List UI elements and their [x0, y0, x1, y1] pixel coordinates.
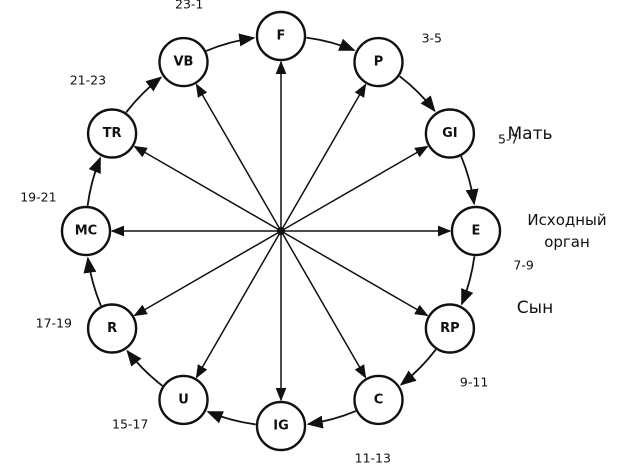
node-circle	[424, 108, 476, 159]
spoke-arrow-vb	[195, 83, 282, 232]
spoke-arrow-r	[133, 230, 282, 317]
node-label: F	[277, 29, 286, 44]
node-circle	[86, 303, 138, 354]
node-circle	[158, 374, 209, 426]
node-label: VB	[174, 55, 194, 70]
hour-label-e: 7-9	[513, 258, 533, 273]
organ-nodes: F P GI E RP C IG U R MC TR VB	[60, 10, 502, 452]
hour-label-ig: 13-15	[229, 466, 265, 469]
node-circle	[424, 303, 476, 354]
ring-arrow-c	[306, 410, 357, 429]
spoke-arrow-tr	[133, 145, 282, 232]
node-label: IG	[273, 419, 289, 434]
node-label: TR	[103, 126, 122, 141]
node-circle	[86, 108, 138, 159]
node-circle	[255, 400, 307, 452]
ring-arrows	[83, 33, 479, 429]
node-circle	[353, 374, 404, 426]
spoke-arrows	[110, 60, 452, 402]
hour-label-rp: 9-11	[460, 374, 488, 389]
spoke-arrow-u	[195, 230, 282, 379]
ring-arrow-tr	[125, 76, 163, 113]
spoke-arrow-gi	[280, 145, 429, 232]
source-organ-label-line1: Исходный	[527, 211, 606, 229]
node-label: C	[374, 392, 384, 407]
node-r: R	[86, 303, 138, 354]
node-u: U	[158, 374, 209, 426]
ring-arrow-u	[126, 349, 163, 387]
node-e: E	[450, 205, 502, 257]
hour-labels: 1-33-55-77-99-1111-1313-1515-1717-1919-2…	[20, 0, 534, 469]
hour-label-tr: 21-23	[70, 73, 106, 88]
node-label: U	[178, 392, 189, 407]
node-circle	[255, 10, 307, 62]
node-rp: RP	[424, 303, 476, 354]
node-tr: TR	[86, 108, 138, 159]
node-f: F	[255, 10, 307, 62]
ring-arrow-f	[306, 36, 356, 52]
mother-label: Мать	[507, 124, 552, 144]
node-ig: IG	[255, 400, 307, 452]
node-label: P	[374, 55, 384, 70]
center-hub	[277, 227, 285, 235]
node-c: C	[353, 374, 404, 426]
spoke-arrow-rp	[280, 230, 429, 317]
hour-label-p: 3-5	[422, 30, 442, 45]
node-mc: MC	[60, 205, 112, 257]
node-label: R	[107, 321, 117, 336]
hour-label-gi: 5-7	[498, 132, 518, 147]
hour-label-vb: 23-1	[175, 0, 203, 11]
node-label: E	[472, 224, 481, 239]
son-label: Сын	[517, 298, 553, 318]
node-circle	[450, 205, 502, 257]
ring-arrow-rp	[399, 349, 437, 386]
node-circle	[158, 36, 209, 88]
ring-arrow-vb	[205, 33, 256, 52]
node-circle	[60, 205, 112, 257]
spoke-arrow-c	[280, 230, 367, 379]
source-organ-label-line2: орган	[544, 233, 590, 251]
node-label: RP	[440, 321, 460, 336]
ring-arrow-mc	[86, 156, 102, 206]
hour-label-mc: 19-21	[20, 189, 56, 204]
ring-arrow-e	[460, 256, 476, 306]
ring-arrow-ig	[206, 410, 256, 426]
node-vb: VB	[158, 36, 209, 88]
node-p: P	[353, 36, 404, 88]
hour-label-r: 17-19	[36, 315, 72, 330]
node-circle	[353, 36, 404, 88]
spoke-arrow-p	[280, 83, 367, 232]
hour-label-u: 15-17	[112, 417, 148, 432]
node-gi: GI	[424, 108, 476, 159]
ring-arrow-r	[83, 256, 102, 307]
node-label: GI	[442, 126, 458, 141]
ring-arrow-gi	[460, 155, 479, 206]
node-label: MC	[75, 224, 97, 239]
ring-arrow-p	[399, 75, 436, 113]
hour-label-c: 11-13	[355, 451, 391, 466]
